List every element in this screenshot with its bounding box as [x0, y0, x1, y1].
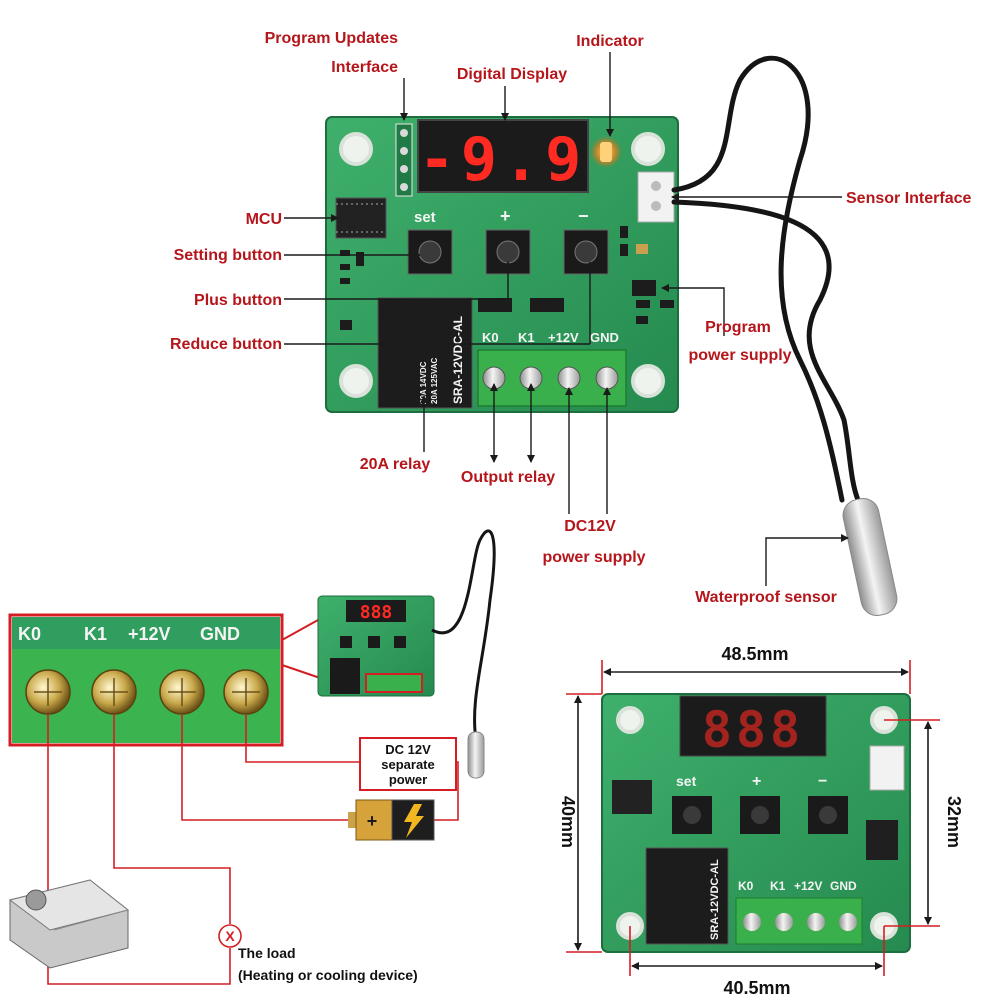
sensor-connector — [637, 171, 675, 223]
dim-silk-minus: − — [818, 773, 827, 790]
label-mcu: MCU — [246, 211, 282, 228]
dimension-lines — [566, 660, 940, 976]
label-digital-display: Digital Display — [457, 66, 567, 83]
label-setting-button: Setting button — [174, 247, 282, 264]
dim-silk-k1: K1 — [770, 879, 786, 893]
label-20a-relay: 20A relay — [360, 456, 431, 473]
power-supply-unit — [8, 879, 130, 969]
relay-rating-1: 20A 14VDC — [419, 361, 428, 404]
dim-silk-plus: + — [752, 773, 761, 790]
sensor-cable — [671, 55, 861, 503]
label-sensor-interface: Sensor Interface — [846, 190, 971, 207]
svg-text:+: + — [367, 811, 378, 831]
load-label-1: The load — [238, 945, 296, 961]
callout-labels: Program Updates Interface Digital Displa… — [170, 30, 971, 606]
label-dc12v-2: power supply — [542, 549, 645, 566]
closeup-k1: K1 — [84, 624, 107, 644]
dim-relay-model: SRA-12VDC-AL — [709, 859, 721, 940]
dim-silk-gnd: GND — [830, 879, 857, 893]
main-board: -9.9 set + − — [325, 116, 679, 413]
closeup-gnd: GND — [200, 624, 240, 644]
callout-lines — [284, 52, 849, 586]
program-header — [395, 123, 413, 197]
closeup-12v: +12V — [128, 624, 171, 644]
label-program-updates-2: Interface — [331, 59, 398, 76]
wiring-lines — [47, 714, 459, 985]
waterproof-sensor-probe — [842, 498, 898, 616]
dim-silk-k0: K0 — [738, 879, 754, 893]
setting-button[interactable] — [407, 229, 453, 275]
dim-silk-12v: +12V — [794, 879, 822, 893]
label-program-power-1: Program — [705, 319, 771, 336]
label-output-relay: Output relay — [461, 469, 555, 486]
smd-components — [340, 226, 674, 330]
dimension-board: 888 set + − SRA-12VDC-AL K0 K1 +12V GND — [601, 693, 911, 953]
label-plus-button: Plus button — [194, 292, 282, 309]
silk-k1: K1 — [518, 330, 535, 345]
silk-k0: K0 — [482, 330, 499, 345]
mcu-chip — [335, 197, 387, 239]
terminal-closeup: K0 K1 +12V GND — [8, 613, 284, 747]
dc-line-2: separate — [381, 757, 434, 772]
dim-silk-set: set — [676, 773, 697, 789]
battery-icon: + — [348, 799, 435, 841]
label-indicator: Indicator — [576, 33, 644, 50]
silk-plus: + — [500, 206, 511, 226]
reduce-button[interactable] — [563, 229, 609, 275]
display-digits: -9.9 — [419, 125, 588, 195]
label-program-power-2: power supply — [688, 347, 791, 364]
closeup-k0: K0 — [18, 624, 41, 644]
mini-display: 888 — [360, 602, 393, 623]
dim-width-bottom: 40.5mm — [723, 978, 790, 998]
label-reduce-button: Reduce button — [170, 336, 282, 353]
dc-power-box: DC 12V separate power — [359, 737, 457, 791]
relay-rating-2: 20A 125VAC — [430, 358, 439, 404]
mounting-holes — [339, 132, 665, 398]
terminal-block — [477, 349, 627, 407]
silk-minus: − — [578, 206, 589, 226]
label-waterproof-sensor: Waterproof sensor — [695, 589, 837, 606]
load-x: X — [225, 928, 235, 944]
digital-display: -9.9 — [417, 119, 589, 195]
silk-gnd: GND — [590, 330, 619, 345]
label-dc12v-1: DC12V — [564, 518, 616, 535]
relay-model: SRA-12VDC-AL — [451, 316, 465, 404]
dc-line-3: power — [389, 772, 427, 787]
dim-height-left: 40mm — [558, 796, 578, 848]
dim-width-top: 48.5mm — [721, 644, 788, 664]
indicator-led — [590, 136, 622, 168]
plus-button[interactable] — [485, 229, 531, 275]
dc-line-1: DC 12V — [385, 742, 431, 757]
load-label-2: (Heating or cooling device) — [238, 967, 418, 983]
dim-height-right: 32mm — [944, 796, 964, 848]
mini-board: 888 — [281, 529, 496, 779]
relay-20a: SRA-12VDC-AL 20A 14VDC 20A 125VAC — [377, 297, 473, 409]
load-symbol: X — [218, 924, 242, 948]
dimension-display: 888 — [702, 701, 804, 759]
silk-set: set — [414, 209, 436, 226]
label-program-updates-1: Program Updates — [265, 30, 398, 47]
silk-12v: +12V — [548, 330, 579, 345]
